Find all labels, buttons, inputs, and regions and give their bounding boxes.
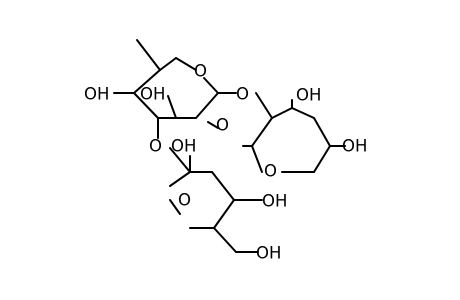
bond bbox=[213, 227, 237, 253]
oh-right-label: OH bbox=[342, 137, 367, 156]
bond bbox=[169, 147, 191, 173]
bond bbox=[313, 117, 331, 147]
ring-right bbox=[207, 92, 346, 173]
ring-oxygen-top-label: O bbox=[194, 62, 207, 81]
oh-left-inner-label: OH bbox=[140, 85, 165, 104]
oh-top-label: OH bbox=[296, 86, 321, 105]
bond bbox=[133, 92, 159, 119]
bond bbox=[169, 171, 191, 187]
bond bbox=[211, 171, 235, 201]
atom-labels: OH OH OH OH O O O O O OH O OH OH bbox=[84, 62, 367, 263]
oh-lower-right-label: OH bbox=[262, 192, 287, 211]
bond bbox=[167, 95, 177, 119]
bond bbox=[203, 77, 219, 94]
ring-oxygen-mid-label: O bbox=[264, 162, 277, 181]
ring-oxygen-bottom-label: O bbox=[178, 191, 191, 210]
bond bbox=[169, 199, 181, 215]
bond bbox=[136, 39, 161, 71]
bond bbox=[255, 92, 273, 119]
methoxy-oxygen-label: O bbox=[216, 116, 229, 135]
oh-bottom-label: OH bbox=[256, 244, 281, 263]
ring-upper-left bbox=[113, 39, 237, 139]
ring-lower-left bbox=[169, 147, 263, 253]
bond bbox=[195, 92, 219, 119]
bond bbox=[313, 145, 331, 173]
bond bbox=[291, 107, 315, 119]
glycosidic-oxygen-left-label: O bbox=[149, 137, 162, 156]
bond bbox=[251, 145, 263, 173]
bond bbox=[251, 117, 273, 147]
oh-lower-left-label: OH bbox=[171, 137, 196, 156]
oh-left-label: OH bbox=[84, 85, 109, 104]
bond bbox=[159, 57, 177, 71]
bond bbox=[133, 69, 161, 94]
bond bbox=[175, 57, 197, 71]
bond bbox=[213, 199, 235, 229]
glycosidic-oxygen-top-label: O bbox=[236, 85, 249, 104]
bond bbox=[271, 107, 293, 119]
bond bbox=[207, 121, 219, 129]
